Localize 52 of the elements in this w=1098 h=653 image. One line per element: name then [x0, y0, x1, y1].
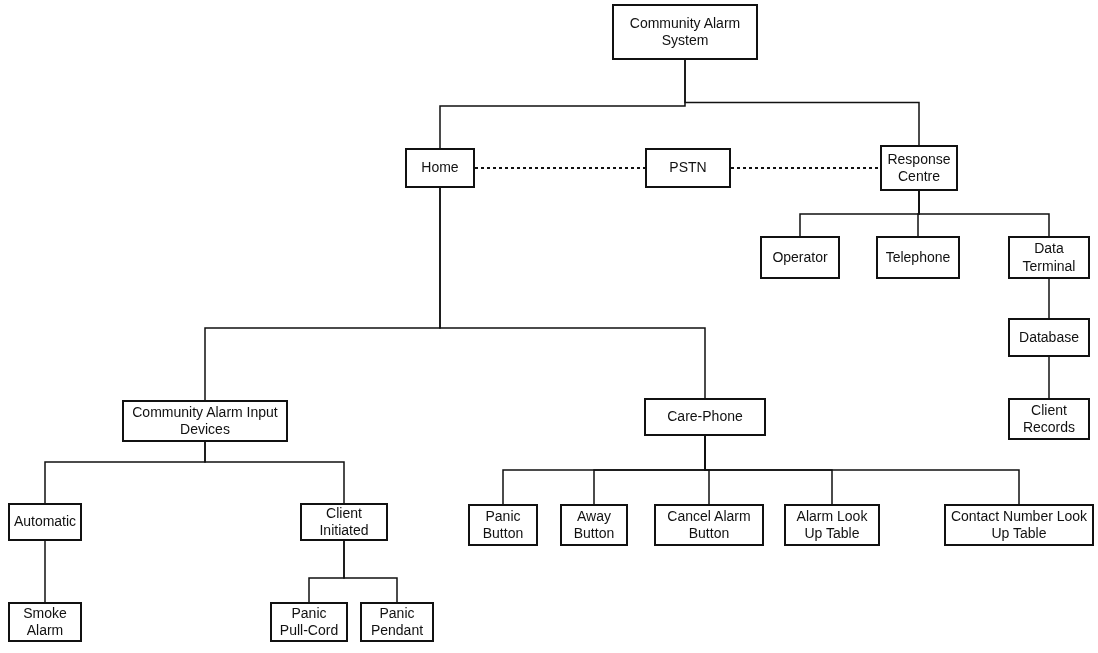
dotted-connector [730, 167, 881, 169]
node-label: Response Centre [886, 150, 952, 186]
connector-line [1048, 278, 1050, 319]
process-box [468, 504, 538, 546]
process-box [645, 148, 731, 188]
node-label: Automatic [13, 513, 77, 531]
process-box [270, 602, 348, 642]
process-box [122, 400, 288, 442]
node-label: Data Terminal [1021, 240, 1077, 275]
connector-line [684, 59, 920, 146]
node-label: Panic Pendant [369, 604, 425, 640]
process-box [405, 148, 475, 188]
node-label: Community Alarm Input Devices [131, 403, 279, 439]
node-label: Cancel Alarm Button [666, 507, 752, 543]
node-label: Away Button [572, 507, 616, 543]
process-box [784, 504, 880, 546]
node-label: Database [1019, 328, 1079, 347]
connector-line [439, 187, 706, 399]
node-label: Panic Button [481, 507, 525, 543]
connector-line [204, 441, 345, 504]
process-box [612, 4, 758, 60]
dotted-connector [474, 167, 646, 169]
process-box [300, 503, 388, 541]
node-label: Contact Number Look Up Table [950, 507, 1088, 543]
node-label: Client Initiated [318, 504, 370, 540]
connector-line [1048, 356, 1050, 399]
node-label: Telephone [885, 248, 951, 267]
process-box [1008, 398, 1090, 440]
node-label: Alarm Look Up Table [795, 507, 869, 543]
process-box [880, 145, 958, 191]
node-label: Care-Phone [667, 408, 743, 426]
connector-line [918, 190, 1050, 237]
process-box [1008, 236, 1090, 279]
node-label: Client Records [1021, 401, 1077, 437]
process-box [876, 236, 960, 279]
node-label: Panic Pull-Cord [278, 604, 340, 640]
process-box [1008, 318, 1090, 357]
connector-line [343, 540, 398, 603]
node-label: Operator [772, 248, 828, 267]
process-box [360, 602, 434, 642]
process-box [644, 398, 766, 436]
process-box [8, 503, 82, 541]
connector-line [44, 540, 46, 603]
process-box [654, 504, 764, 546]
node-label: Smoke Alarm [22, 604, 68, 640]
process-box [8, 602, 82, 642]
process-box [944, 504, 1094, 546]
node-label: Home [421, 159, 459, 177]
node-label: Community Alarm System [628, 14, 742, 50]
node-label: PSTN [669, 159, 707, 177]
process-box [560, 504, 628, 546]
process-box [760, 236, 840, 279]
